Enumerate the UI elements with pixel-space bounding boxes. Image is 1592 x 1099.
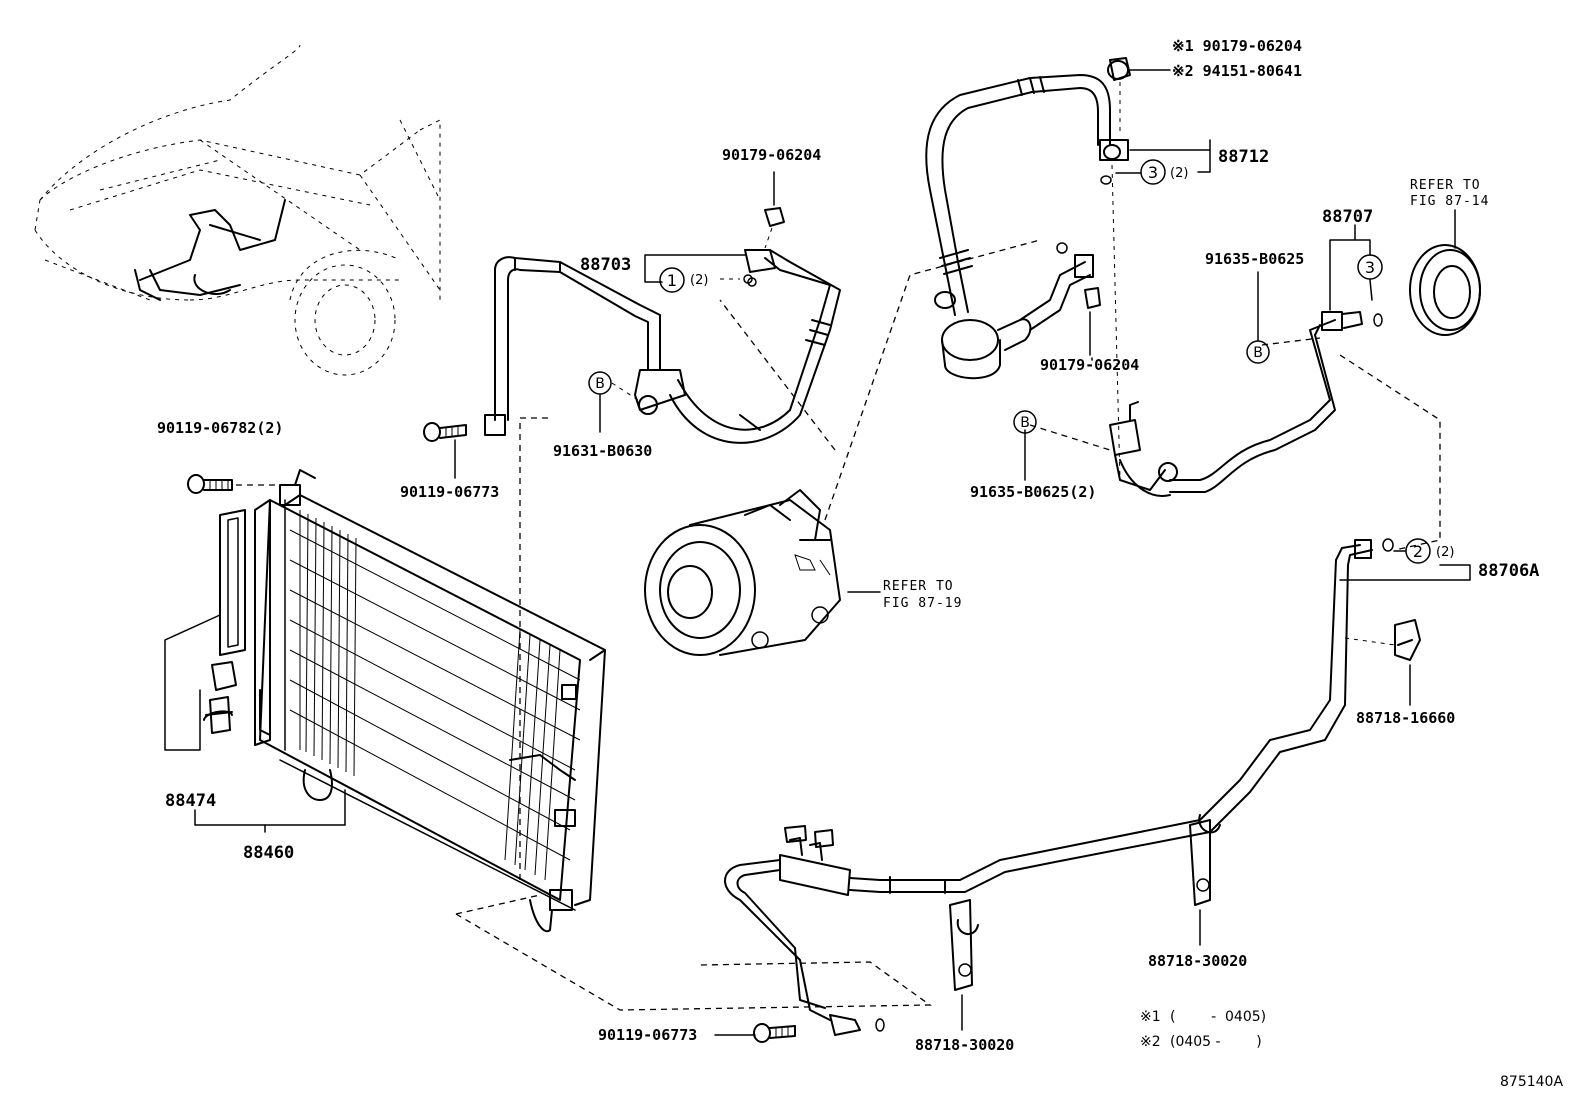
part-91631-b0630: 91631-B0630	[553, 442, 652, 460]
suction-pipe-88712	[925, 57, 1131, 481]
footnotes: ※1 ( - 0405) ※2 (0405 - )	[1140, 1009, 1266, 1050]
bolt-90119-06773-lower	[753, 1023, 796, 1043]
liquid-pipe-88707	[1109, 311, 1383, 497]
svg-text:※1: ※1	[1140, 1009, 1161, 1025]
part-90179-06204-right: 90179-06204	[1040, 356, 1139, 374]
callout-b-91635-2: B	[1013, 410, 1037, 434]
svg-text:3: 3	[1365, 258, 1375, 277]
part-90179-06204-sup1: ※1 90179-06204	[1172, 37, 1302, 55]
clamp-88718-30020-right	[1189, 814, 1221, 946]
callout-3-right: 3	[1357, 254, 1383, 280]
part-88718-30020-left: 88718-30020	[915, 1036, 1014, 1054]
part-88474: 88474	[165, 791, 216, 811]
part-88706a: 88706A	[1478, 561, 1539, 581]
svg-text:※2: ※2	[1140, 1034, 1161, 1050]
bolt-90119-06782	[187, 474, 278, 494]
nut-90179-middle	[764, 171, 785, 249]
svg-text:( - 0405): ( - 0405)	[1170, 1009, 1266, 1025]
callout-b-91631: B	[588, 371, 612, 395]
clamp-88718-16660	[1344, 619, 1421, 706]
part-labels: ※1 90179-06204 ※2 94151-80641 88712 8870…	[157, 37, 1539, 1054]
part-90119-06773-upper: 90119-06773	[400, 483, 499, 501]
part-88707: 88707	[1322, 207, 1373, 227]
part-94151-80641: ※2 94151-80641	[1172, 62, 1302, 80]
qty-label-2: (2)	[1436, 545, 1454, 560]
part-88712: 88712	[1218, 147, 1269, 167]
svg-text:B: B	[1020, 415, 1030, 431]
callout-1: 1	[659, 267, 685, 293]
callout-2: 2	[1405, 538, 1431, 564]
svg-text:B: B	[595, 376, 605, 392]
part-91635-b0625-2: 91635-B0625(2)	[970, 483, 1096, 501]
part-90119-06773-lower: 90119-06773	[598, 1026, 697, 1044]
part-88460: 88460	[243, 843, 294, 863]
part-90119-06782: 90119-06782(2)	[157, 419, 283, 437]
svg-text:REFER TO: REFER TO	[883, 579, 954, 594]
qty-label-3: (2)	[1170, 166, 1188, 181]
svg-text:FIG 87-19: FIG 87-19	[883, 596, 962, 611]
part-88718-16660: 88718-16660	[1356, 709, 1455, 727]
vehicle-outline	[34, 44, 441, 376]
qty-label-1: (2)	[690, 273, 708, 288]
svg-text:1: 1	[667, 271, 677, 290]
clamp-88718-30020-left	[949, 899, 979, 1031]
liquid-line-88706a	[724, 538, 1394, 1036]
discharge-hose-88703	[484, 249, 841, 444]
callout-3-top: 3	[1140, 159, 1166, 185]
svg-text:B: B	[1253, 345, 1263, 361]
bolt-90119-06773-upper	[423, 422, 467, 479]
part-88703: 88703	[580, 255, 631, 275]
part-90179-06204-mid: 90179-06204	[722, 146, 821, 164]
seal-ring	[1409, 209, 1481, 336]
svg-text:3: 3	[1148, 163, 1158, 182]
svg-text:(0405 - ): (0405 - )	[1170, 1034, 1262, 1050]
part-91635-b0625: 91635-B0625	[1205, 250, 1304, 268]
svg-text:FIG 87-14: FIG 87-14	[1410, 194, 1489, 209]
svg-text:2: 2	[1413, 542, 1423, 561]
part-88718-30020-right: 88718-30020	[1148, 952, 1247, 970]
callout-b-91635: B	[1246, 340, 1270, 364]
compressor-illustration	[644, 489, 881, 656]
reference-labels: REFER TO FIG 87-14 REFER TO FIG 87-19	[883, 178, 1489, 611]
receiver-dryer	[934, 242, 1101, 380]
leader-lines	[164, 69, 1471, 1036]
condenser-illustration	[203, 469, 606, 933]
svg-text:REFER TO: REFER TO	[1410, 178, 1481, 193]
illustration-id: 875140A	[1500, 1074, 1563, 1090]
